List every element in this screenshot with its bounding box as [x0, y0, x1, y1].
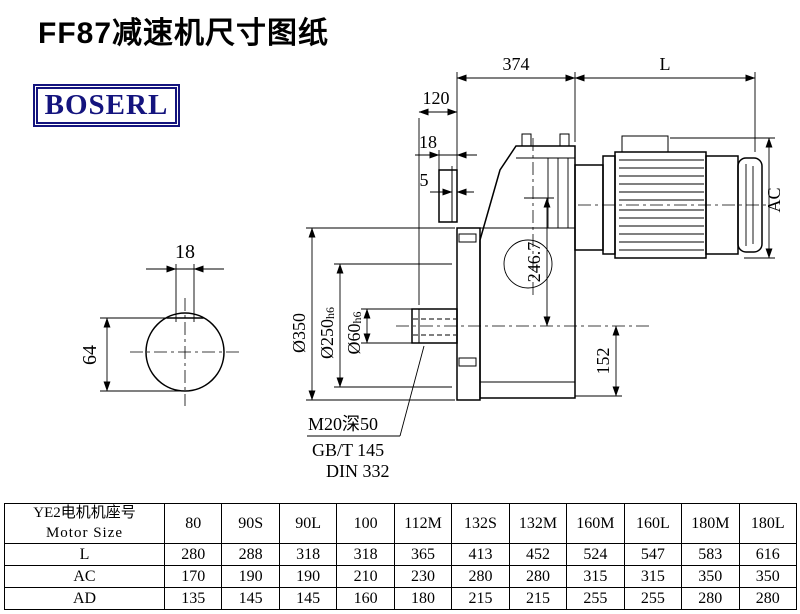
size-col-header: 160M: [566, 503, 625, 544]
table-cell: 452: [508, 543, 568, 566]
top-bolt: [559, 133, 570, 147]
table-cell: 616: [738, 543, 798, 566]
technical-drawing: 18 64: [79, 54, 784, 481]
leader-line: [399, 345, 425, 437]
terminal-box: [621, 135, 669, 153]
dim-246-7: 246.7: [524, 242, 544, 283]
size-col-header: 100: [336, 503, 395, 544]
motor-size-table: YE2电机机座号 Motor Size 80 90S 90L 100 112M …: [4, 503, 798, 610]
thread-note: M20深50 GB/T 145 DIN 332: [307, 345, 425, 481]
diameter-dimensions: Ø350 Ø250h6 Ø60h6: [289, 227, 455, 401]
center-height-dimension: 246.7: [524, 197, 554, 327]
table-cell: 413: [451, 543, 510, 566]
table-cell: 145: [278, 587, 338, 610]
table-cell: 230: [393, 565, 453, 588]
table-cell: 210: [336, 565, 395, 588]
table-cell: 288: [221, 543, 280, 566]
table-cell: 255: [623, 587, 683, 610]
shaft-section-view: 18 64: [79, 241, 240, 406]
table-cell: 135: [163, 587, 223, 610]
table-cell: 280: [451, 565, 510, 588]
motor-fins: [619, 159, 704, 251]
size-col-header: 90S: [221, 503, 280, 544]
size-col-header: 180L: [738, 503, 798, 544]
size-col-header: 112M: [393, 503, 453, 544]
motor-size-header-cell: YE2电机机座号 Motor Size: [4, 503, 165, 544]
top-bolt: [521, 133, 532, 147]
dim-dia-350: Ø350: [289, 313, 309, 353]
table-cell: 315: [566, 565, 625, 588]
table-header-row: YE2电机机座号 Motor Size 80 90S 90L 100 112M …: [4, 503, 798, 544]
table-cell: 255: [566, 587, 625, 610]
note-gbt: GB/T 145: [312, 440, 384, 460]
dim-dia-250h6: Ø250h6: [317, 307, 337, 359]
size-col-header: 80: [163, 503, 223, 544]
brand-logo-text: BOSERL: [44, 89, 169, 121]
table-cell: 280: [738, 587, 798, 610]
dim-5: 5: [420, 170, 429, 190]
table-cell: 215: [508, 587, 568, 610]
table-cell: 180: [393, 587, 453, 610]
table-row-L: L 280 288 318 318 365 413 452 524 547 58…: [4, 543, 798, 566]
table-cell: 583: [681, 543, 740, 566]
table-cell: 350: [738, 565, 798, 588]
table-cell: 280: [508, 565, 568, 588]
table-cell: 280: [163, 543, 223, 566]
table-cell: 190: [278, 565, 338, 588]
note-din: DIN 332: [326, 461, 390, 481]
table-cell: 524: [566, 543, 625, 566]
size-col-header: 132S: [451, 503, 510, 544]
note-thread: M20深50: [308, 414, 378, 434]
table-cell: 318: [336, 543, 395, 566]
page-title: FF87减速机尺寸图纸: [38, 17, 330, 50]
table-row-AD: AD 135 145 145 160 180 215 215 255 255 2…: [4, 587, 798, 610]
housing-outline: [479, 145, 576, 399]
table-cell: 280: [681, 587, 740, 610]
dim-152: 152: [593, 348, 613, 375]
top-dimensions: 374 L: [456, 54, 756, 170]
ac-dimension: AC: [670, 137, 784, 259]
table-cell: 315: [623, 565, 683, 588]
header-en: Motor Size: [45, 524, 124, 541]
table-cell: 350: [681, 565, 740, 588]
table-cell: 160: [336, 587, 395, 610]
motor-adapter: [574, 164, 604, 251]
row-label: AD: [4, 587, 165, 610]
brand-logo-box: BOSERL: [33, 84, 180, 127]
flange-bolt-hole: [458, 357, 477, 367]
dim-AC: AC: [764, 187, 784, 212]
flange-bolt-hole: [458, 233, 477, 243]
dim-18: 18: [419, 132, 437, 152]
size-col-header: 180M: [681, 503, 740, 544]
size-col-header: 132M: [508, 503, 568, 544]
dim-dia-60h6: Ø60h6: [344, 312, 364, 355]
table-cell: 215: [451, 587, 510, 610]
main-view: 374 L 120 18 5: [289, 54, 784, 481]
dim-374: 374: [503, 54, 530, 74]
section-key-width-dim: 18: [175, 241, 195, 263]
table-cell: 190: [221, 565, 280, 588]
foot-dimension: 152: [575, 325, 622, 397]
row-label: L: [4, 543, 165, 566]
left-dimensions: 120 18 5: [415, 88, 477, 305]
header-cn: YE2电机机座号: [33, 505, 136, 521]
table-cell: 365: [393, 543, 453, 566]
size-col-header: 90L: [278, 503, 338, 544]
row-label: AC: [4, 565, 165, 588]
dim-120: 120: [423, 88, 450, 108]
table-row-AC: AC 170 190 190 210 230 280 280 315 315 3…: [4, 565, 798, 588]
table-cell: 170: [163, 565, 223, 588]
section-key-depth-dim: 64: [79, 345, 101, 365]
bearing-boss: [503, 239, 553, 289]
dim-L: L: [660, 54, 671, 74]
table-cell: 145: [221, 587, 280, 610]
table-cell: 318: [278, 543, 338, 566]
mounting-flange: [456, 227, 481, 401]
size-col-header: 160L: [623, 503, 683, 544]
table-cell: 547: [623, 543, 683, 566]
input-cover: [438, 169, 458, 223]
fan-cover: [737, 157, 763, 253]
